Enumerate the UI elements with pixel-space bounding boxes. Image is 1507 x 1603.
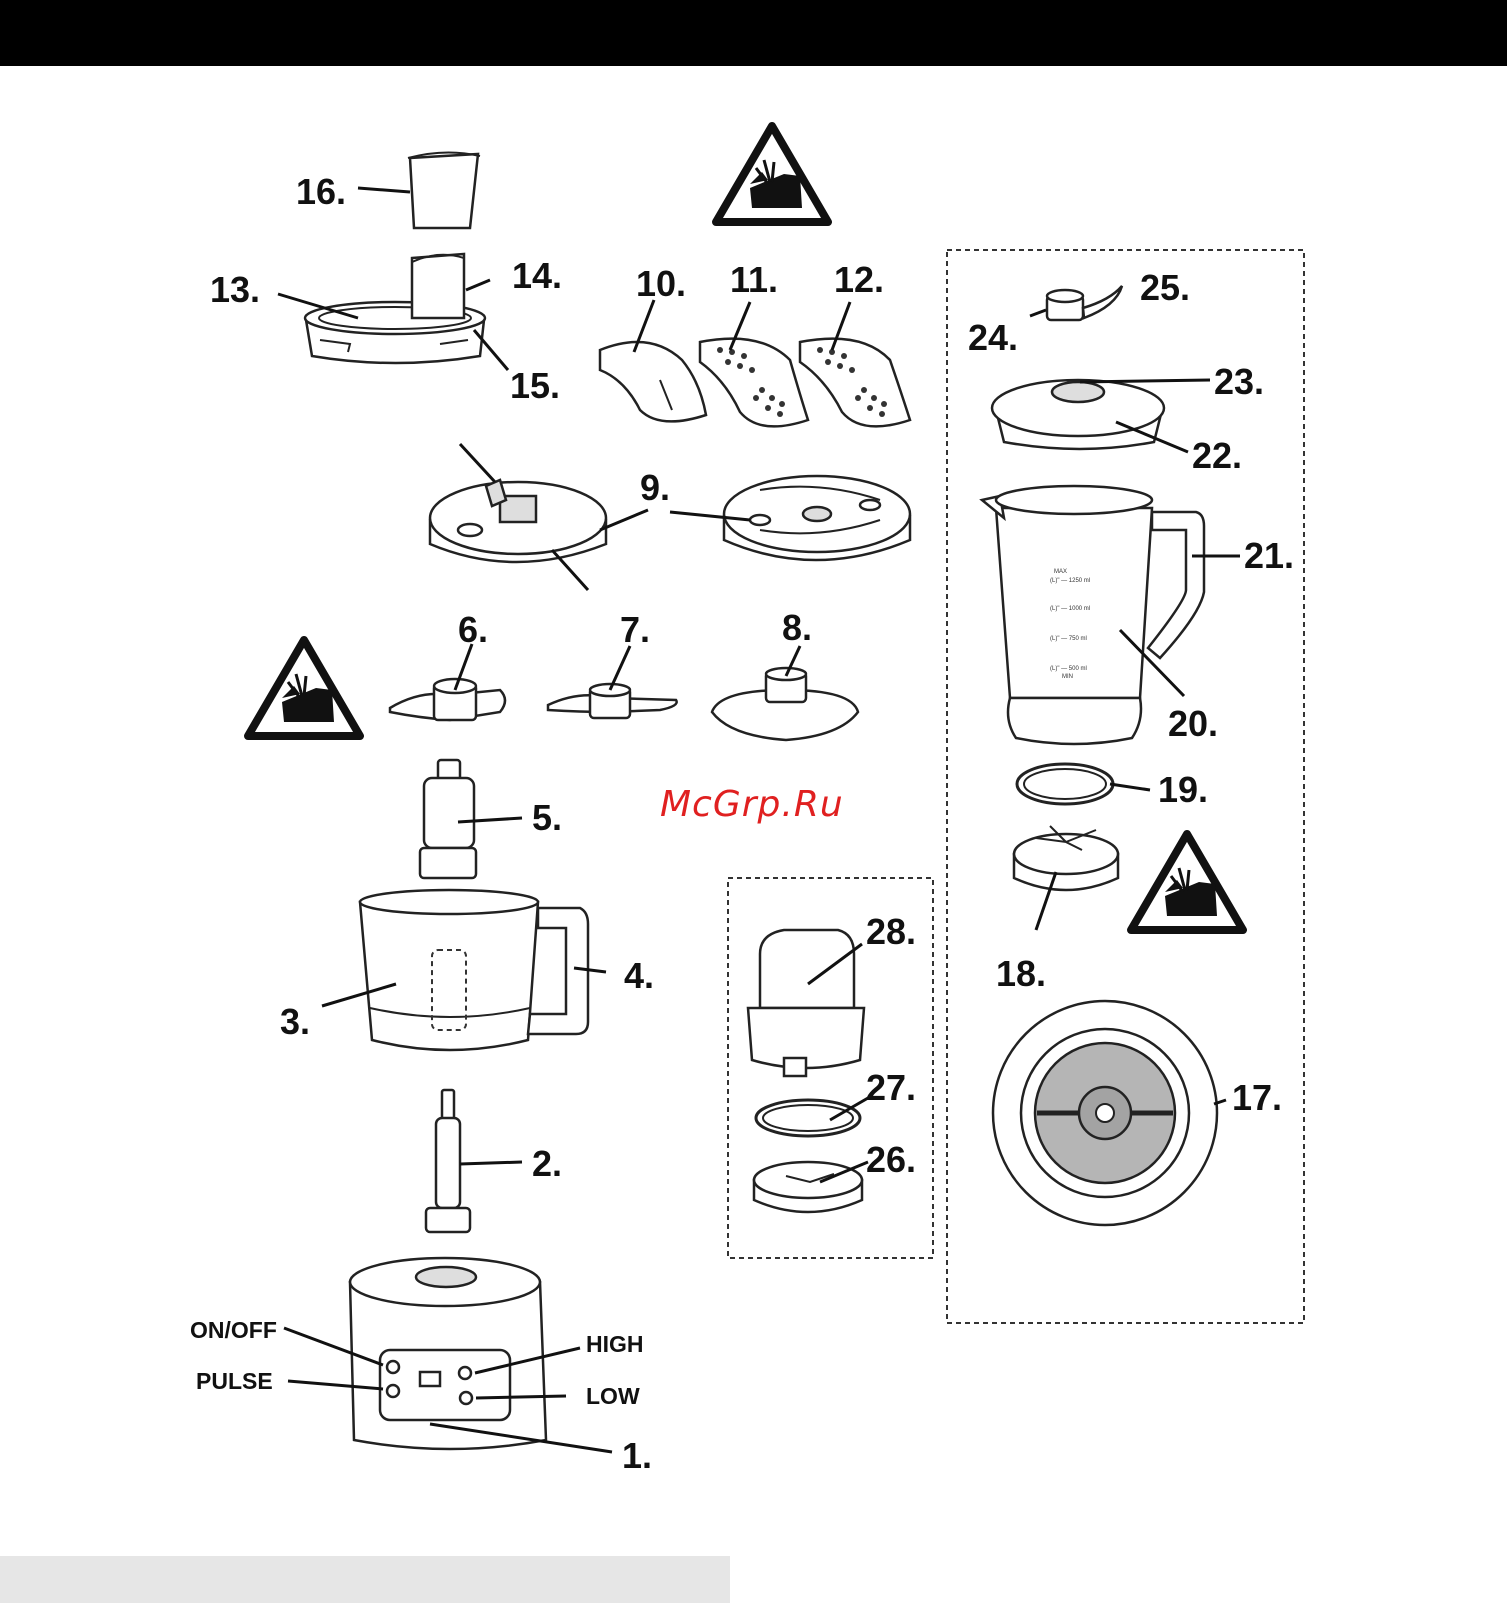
part-21-jug-handle bbox=[1148, 512, 1204, 658]
part-16-small-pusher bbox=[408, 152, 480, 228]
label-part-26: 26. bbox=[866, 1139, 916, 1180]
label-part-14: 14. bbox=[512, 255, 562, 296]
part-2-spindle bbox=[426, 1090, 470, 1232]
part-26-grinder-blade-base bbox=[754, 1162, 862, 1212]
watermark-text: McGrp.Ru bbox=[660, 784, 844, 825]
part-19-seal-ring bbox=[1017, 764, 1113, 804]
part-3-processing-bowl bbox=[360, 890, 538, 1050]
label-part-23: 23. bbox=[1214, 361, 1264, 402]
label-part-22: 22. bbox=[1192, 435, 1242, 476]
part-12-grating-disc bbox=[800, 339, 910, 427]
label-part-6: 6. bbox=[458, 609, 488, 650]
part-9-disc-holder bbox=[430, 480, 606, 562]
label-on-off: ON/OFF bbox=[190, 1317, 277, 1343]
part-5-drive-shaft bbox=[420, 760, 476, 878]
label-part-25: 25. bbox=[1140, 267, 1190, 308]
label-part-1: 1. bbox=[622, 1435, 652, 1476]
part-4-bowl-handle bbox=[528, 908, 588, 1034]
label-part-15: 15. bbox=[510, 365, 560, 406]
warning-cut-hand-icon bbox=[716, 126, 828, 222]
part-9-slicing-disc bbox=[724, 476, 910, 560]
warning-cut-hand-icon bbox=[1131, 834, 1243, 930]
label-part-17: 17. bbox=[1232, 1077, 1282, 1118]
part-7-kneading-blade bbox=[548, 684, 677, 718]
scale-1250-text: (L)" — 1250 ml bbox=[1050, 578, 1090, 584]
part-27-grinder-seal bbox=[756, 1100, 860, 1136]
scale-500-text: (L)" — 500 ml bbox=[1050, 666, 1087, 672]
label-high: HIGH bbox=[586, 1331, 644, 1357]
part-17-motor-coupling bbox=[993, 1001, 1217, 1225]
label-part-7: 7. bbox=[620, 609, 650, 650]
label-part-9: 9. bbox=[640, 467, 670, 508]
label-pulse: PULSE bbox=[196, 1368, 273, 1394]
label-part-11: 11. bbox=[730, 259, 778, 300]
part-14-feed-tube bbox=[412, 254, 464, 318]
part-24-measuring-cap bbox=[1047, 290, 1083, 320]
label-part-3: 3. bbox=[280, 1001, 310, 1042]
label-part-19: 19. bbox=[1158, 769, 1208, 810]
warning-cut-hand-icon bbox=[248, 640, 360, 736]
part-23-lid-opening bbox=[1052, 382, 1104, 402]
label-part-12: 12. bbox=[834, 259, 884, 300]
label-part-24: 24. bbox=[968, 317, 1018, 358]
scale-max-text: MAX bbox=[1054, 569, 1067, 575]
scale-750-text: (L)" — 750 ml bbox=[1050, 636, 1087, 642]
scale-min-text: MIN bbox=[1062, 674, 1073, 680]
part-20-blender-jug bbox=[982, 486, 1152, 744]
label-part-21: 21. bbox=[1244, 535, 1294, 576]
label-part-27: 27. bbox=[866, 1067, 916, 1108]
part-28-grinder-cup bbox=[748, 930, 864, 1076]
label-part-16: 16. bbox=[296, 171, 346, 212]
label-part-18: 18. bbox=[996, 953, 1046, 994]
part-18-blender-blade-unit bbox=[1014, 826, 1118, 890]
label-part-13: 13. bbox=[210, 269, 260, 310]
label-part-5: 5. bbox=[532, 797, 562, 838]
label-part-20: 20. bbox=[1168, 703, 1218, 744]
label-part-4: 4. bbox=[624, 955, 654, 996]
part-8-emulsifying-disc bbox=[712, 668, 858, 740]
part-6-chopping-blade bbox=[390, 679, 505, 720]
label-part-28: 28. bbox=[866, 911, 916, 952]
label-part-8: 8. bbox=[782, 607, 812, 648]
label-low: LOW bbox=[586, 1383, 640, 1409]
label-part-2: 2. bbox=[532, 1143, 562, 1184]
part-11-shredding-disc bbox=[700, 339, 808, 427]
part-25-cap-tab bbox=[1083, 286, 1122, 318]
part-1-motor-base bbox=[350, 1258, 546, 1449]
scale-1000-text: (L)" — 1000 ml bbox=[1050, 606, 1090, 612]
part-10-slicing-blade bbox=[600, 342, 706, 421]
label-part-10: 10. bbox=[636, 263, 686, 304]
